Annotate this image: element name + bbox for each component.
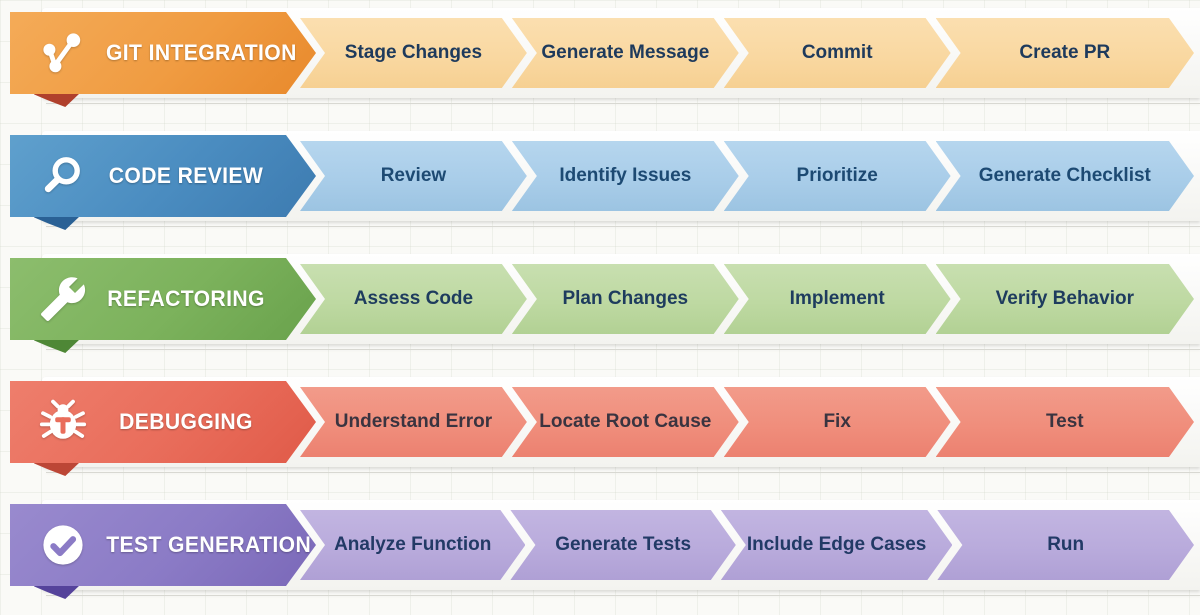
ribbon-fold — [34, 216, 80, 230]
step-chevron: Commit — [724, 18, 951, 88]
step-list: Assess Code Plan Changes Implement Verif… — [300, 264, 1194, 334]
step-chevron: Prioritize — [724, 141, 951, 211]
step-chevron: Assess Code — [300, 264, 527, 334]
row-divider — [46, 595, 1200, 596]
workflow-row-test-generation: TEST GENERATION Analyze Function Generat… — [0, 492, 1200, 615]
bug-icon — [38, 398, 88, 446]
step-chevron: Generate Checklist — [936, 141, 1194, 211]
step-chevron: Analyze Function — [300, 510, 525, 580]
workflow-row-refactoring: REFACTORING Assess Code Plan Changes Imp… — [0, 246, 1200, 369]
git-graph-icon — [38, 29, 88, 77]
row-header-code-review: CODE REVIEW — [10, 135, 316, 217]
step-chevron: Include Edge Cases — [721, 510, 953, 580]
ribbon-fold — [34, 585, 80, 599]
step-chevron: Review — [300, 141, 527, 211]
step-list: Understand Error Locate Root Cause Fix T… — [300, 387, 1194, 457]
row-divider — [46, 472, 1200, 473]
magnifier-icon — [38, 152, 88, 200]
row-divider — [46, 349, 1200, 350]
workflow-row-code-review: CODE REVIEW Review Identify Issues Prior… — [0, 123, 1200, 246]
step-chevron: Stage Changes — [300, 18, 527, 88]
row-title: REFACTORING — [107, 286, 265, 311]
step-chevron: Create PR — [936, 18, 1194, 88]
row-divider — [46, 103, 1200, 104]
row-title: GIT INTEGRATION — [105, 40, 297, 65]
step-chevron: Implement — [724, 264, 951, 334]
row-header-git-integration: GIT INTEGRATION — [10, 12, 316, 94]
row-header-test-generation: TEST GENERATION — [10, 504, 316, 586]
step-chevron: Verify Behavior — [936, 264, 1194, 334]
row-title: DEBUGGING — [119, 409, 253, 434]
step-chevron: Test — [936, 387, 1194, 457]
step-list: Review Identify Issues Prioritize Genera… — [300, 141, 1194, 211]
wrench-icon — [38, 275, 88, 323]
step-chevron: Generate Tests — [510, 510, 735, 580]
workflow-row-debugging: DEBUGGING Understand Error Locate Root C… — [0, 369, 1200, 492]
step-chevron: Generate Message — [512, 18, 739, 88]
step-chevron: Run — [937, 510, 1194, 580]
step-list: Stage Changes Generate Message Commit Cr… — [300, 18, 1194, 88]
check-circle-icon — [38, 521, 88, 569]
step-chevron: Identify Issues — [512, 141, 739, 211]
step-chevron: Fix — [724, 387, 951, 457]
ribbon-fold — [34, 339, 80, 353]
row-divider — [46, 226, 1200, 227]
step-chevron: Plan Changes — [512, 264, 739, 334]
ribbon-fold — [34, 93, 80, 107]
row-title: TEST GENERATION — [106, 532, 312, 557]
workflow-row-git-integration: GIT INTEGRATION Stage Changes Generate M… — [0, 0, 1200, 123]
row-title: CODE REVIEW — [108, 163, 264, 188]
step-chevron: Understand Error — [300, 387, 527, 457]
step-chevron: Locate Root Cause — [512, 387, 739, 457]
ribbon-fold — [34, 462, 80, 476]
row-header-debugging: DEBUGGING — [10, 381, 316, 463]
step-list: Analyze Function Generate Tests Include … — [300, 510, 1194, 580]
row-header-refactoring: REFACTORING — [10, 258, 316, 340]
